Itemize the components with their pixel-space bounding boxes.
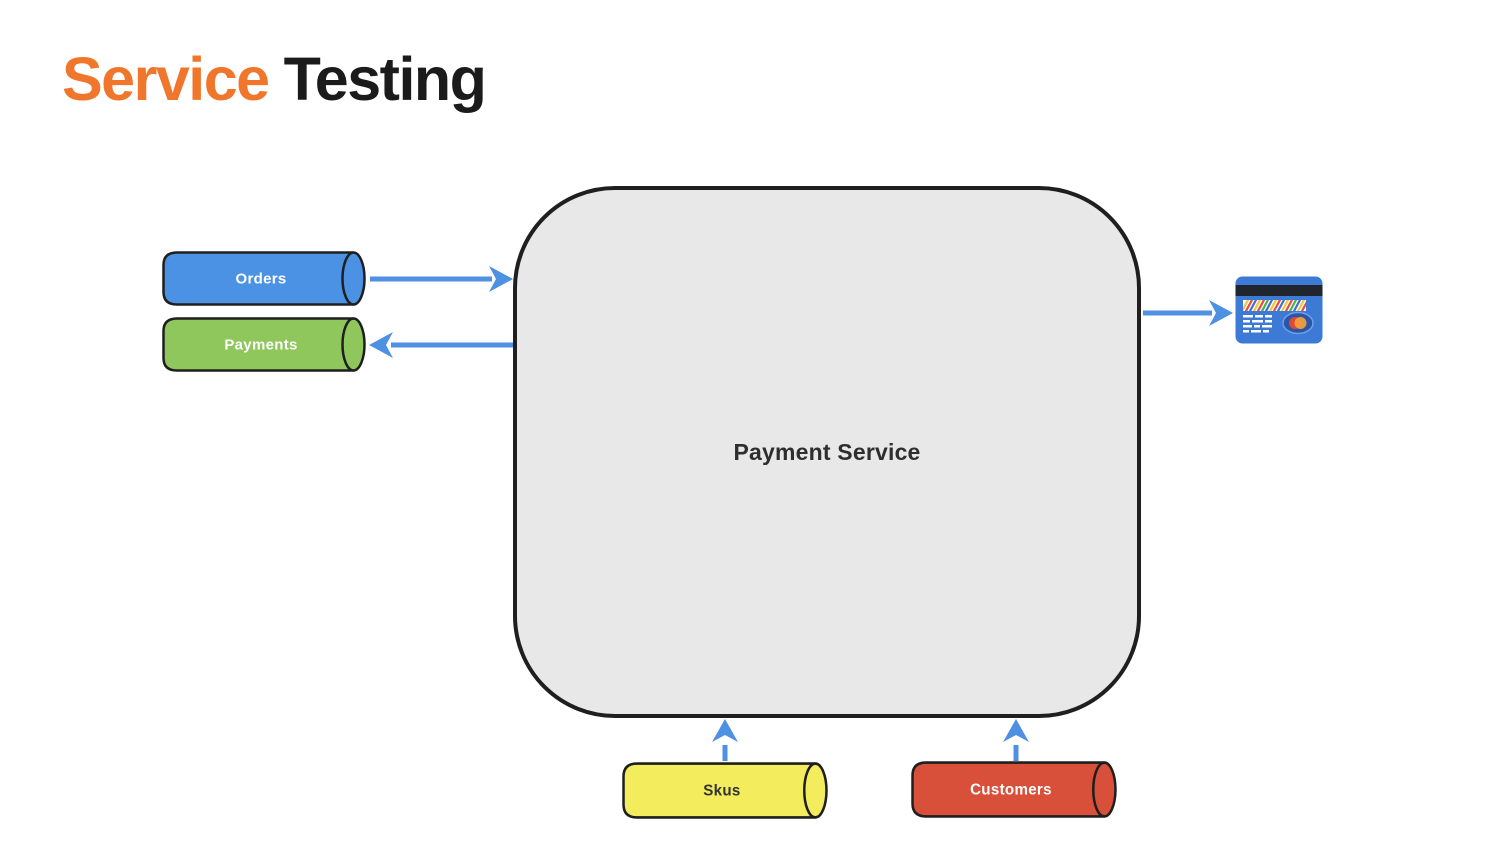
cylinder-body (162, 317, 366, 372)
queue-label-payments: Payments (224, 337, 297, 354)
queue-label-orders: Orders (236, 271, 287, 288)
arrow-orders-head (489, 266, 513, 292)
queue-node-orders: Orders (162, 251, 366, 306)
queue-node-customers: Customers (911, 761, 1117, 818)
arrow-card-head (1209, 300, 1233, 326)
cylinder-cap (1091, 761, 1105, 818)
card-brand-logo (1282, 311, 1314, 335)
queue-label-skus: Skus (703, 782, 740, 799)
card-text-lines (1243, 315, 1272, 333)
card-magnetic-stripe (1235, 285, 1323, 296)
card-signature-strip (1243, 300, 1306, 311)
arrow-orders-to-service (370, 266, 513, 292)
cylinder-cap (341, 317, 354, 372)
arrow-service-to-payments (369, 332, 513, 358)
cylinder-body (162, 251, 366, 306)
credit-card-icon (1235, 276, 1323, 344)
queue-label-customers: Customers (970, 781, 1052, 798)
queue-node-skus: Skus (622, 762, 828, 819)
arrow-customers-head (1003, 719, 1029, 742)
cylinder-cap (341, 251, 354, 306)
queue-node-payments: Payments (162, 317, 366, 372)
cylinder-body (622, 762, 828, 819)
arrow-skus-to-service (712, 719, 738, 761)
arrow-payments-head (369, 332, 393, 358)
arrow-customers-to-service (1003, 719, 1029, 761)
payment-service-node: Payment Service (513, 186, 1141, 718)
cylinder-cap (802, 762, 816, 819)
cylinder-body (911, 761, 1117, 818)
slide-title-rest: Testing (283, 45, 487, 113)
arrow-service-to-card (1143, 300, 1233, 326)
arrow-skus-head (712, 719, 738, 742)
slide-title-accent: Service (62, 45, 270, 113)
payment-service-label: Payment Service (733, 438, 921, 465)
